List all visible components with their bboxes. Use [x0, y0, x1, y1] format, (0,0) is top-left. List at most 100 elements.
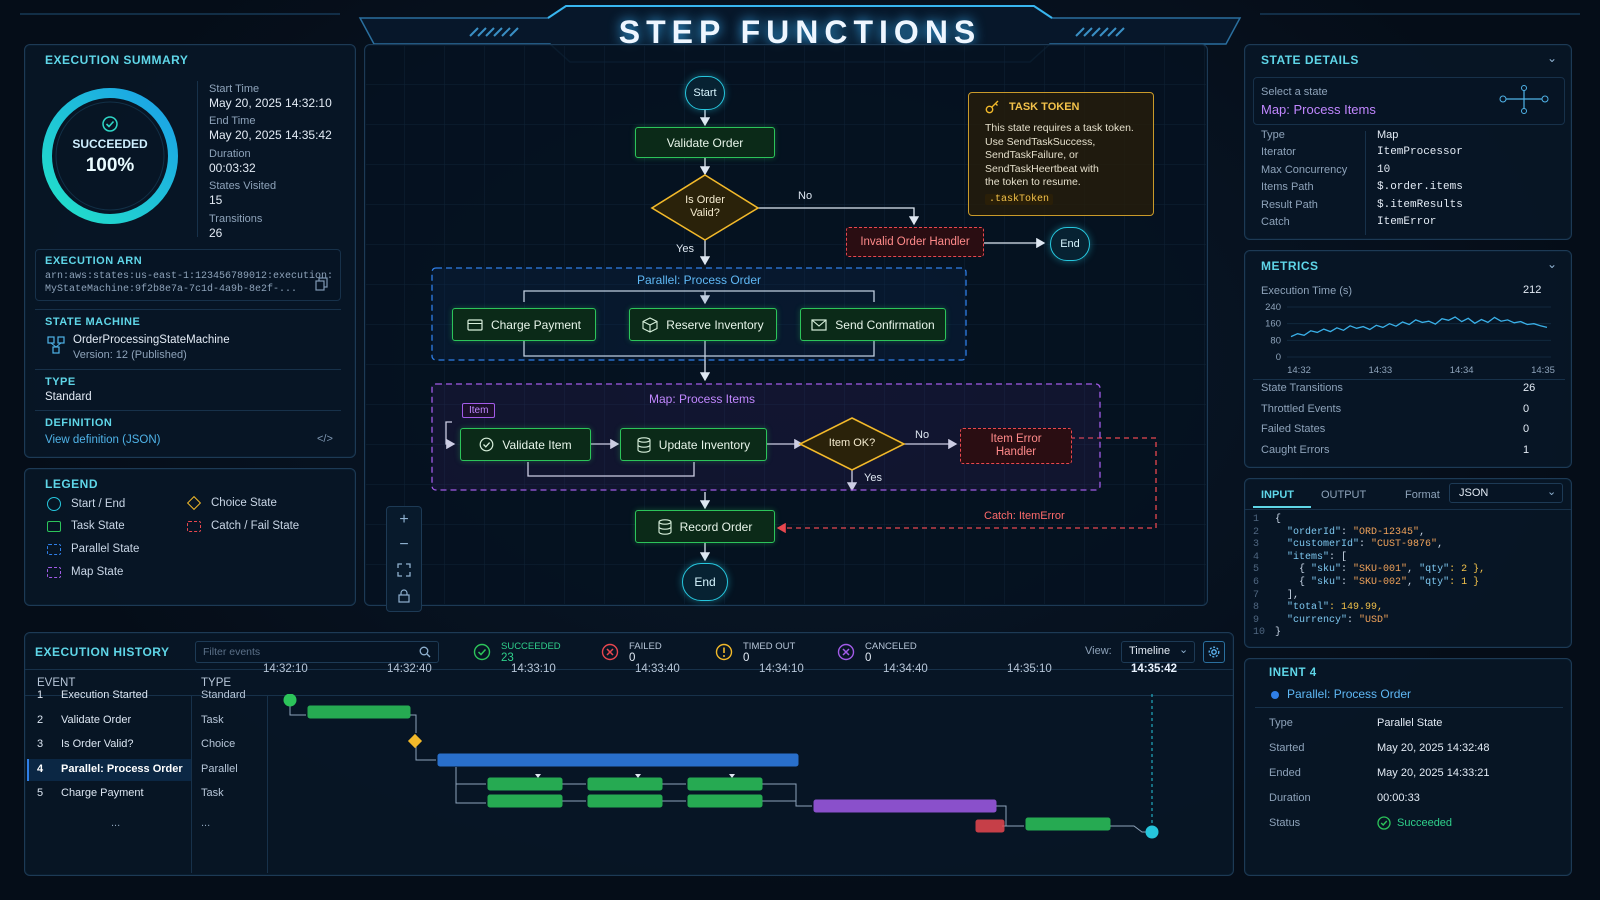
timeline-chart[interactable]	[266, 694, 1234, 876]
arn-box	[35, 249, 341, 301]
invalid-order-handler-node[interactable]: Invalid Order Handler	[846, 227, 984, 257]
history-row-type[interactable]: Task	[201, 713, 224, 726]
history-row-type[interactable]: Choice	[201, 738, 236, 750]
col-type-header[interactable]: TYPE	[201, 677, 232, 689]
history-row-event[interactable]: Execution Started	[61, 689, 148, 701]
line-number: 6	[1253, 576, 1260, 588]
col-event-header[interactable]: EVENT	[37, 677, 76, 689]
lock-button[interactable]	[389, 584, 419, 608]
update-inventory-node[interactable]: Update Inventory	[620, 428, 767, 461]
line-number: 9	[1253, 614, 1260, 626]
history-row-type[interactable]: Task	[201, 787, 224, 799]
metric-label: Caught Errors	[1261, 443, 1330, 456]
chevron-down-icon[interactable]: ⌄	[1547, 257, 1558, 271]
divider	[191, 695, 192, 873]
gear-icon	[1208, 646, 1220, 658]
fit-icon	[397, 563, 411, 577]
code-line: 4 "items": [	[1253, 552, 1485, 565]
duration-label: Duration	[209, 148, 251, 160]
state-detail-value: ItemError	[1377, 216, 1437, 228]
state-machine-icon	[47, 336, 65, 354]
record-order-bar	[1025, 817, 1111, 831]
history-row-type[interactable]: Parallel	[201, 762, 238, 775]
history-row-type[interactable]: Standard	[201, 689, 246, 701]
event-state-name: Parallel: Process Order	[1287, 687, 1412, 701]
filter-input[interactable]	[195, 641, 439, 663]
divider	[35, 410, 341, 411]
history-row-number[interactable]: 4	[37, 762, 44, 775]
line-number: 4	[1253, 551, 1260, 563]
view-select[interactable]	[1121, 641, 1195, 663]
x-tick-label: 14:34	[1450, 365, 1474, 376]
history-row-event[interactable]: Validate Order	[61, 713, 132, 726]
validate-order-node[interactable]: Validate Order	[635, 127, 775, 158]
map-title: Map: Process Items	[648, 392, 756, 406]
zoom-out-button[interactable]: −	[399, 536, 409, 553]
history-row-event[interactable]: Charge Payment	[61, 787, 144, 799]
zoom-in-button[interactable]: +	[399, 511, 409, 528]
check-circle-icon	[480, 437, 494, 452]
end-node-1[interactable]: End	[1050, 227, 1090, 261]
history-row-number[interactable]: 5	[37, 787, 44, 799]
end-node-2[interactable]: End	[682, 563, 728, 601]
charge-payment-node[interactable]: Charge Payment	[452, 308, 596, 341]
timed-out-label: TIMED OUT	[743, 641, 796, 652]
validate-item-node[interactable]: Validate Item	[460, 428, 591, 461]
search-icon[interactable]	[419, 646, 431, 658]
code-line: 10}	[1253, 627, 1485, 640]
time-tick-label: 14:32:10	[263, 663, 308, 675]
start-node[interactable]: Start	[685, 76, 725, 110]
execution-summary-panel: EXECUTION SUMMARY SUCCEEDED 100% Start T…	[24, 44, 356, 458]
state-detail-value: $.itemResults	[1377, 198, 1463, 211]
state-machine-name[interactable]: OrderProcessingStateMachine	[73, 334, 230, 346]
history-row-event[interactable]: Parallel: Process Order	[61, 762, 183, 775]
code-text: "currency": "USD"	[1287, 614, 1390, 626]
tab-input[interactable]: INPUT	[1261, 489, 1294, 501]
execution-time-value: 212	[1523, 284, 1542, 296]
timeline-connector	[1110, 825, 1146, 833]
format-select[interactable]	[1449, 483, 1563, 503]
state-detail-key: Catch	[1261, 216, 1290, 228]
state-detail-key: Type	[1261, 129, 1285, 141]
code-text: "total": 149.99,	[1287, 602, 1384, 614]
timeline-connector	[762, 783, 812, 807]
history-row-number[interactable]: 3	[37, 738, 44, 750]
divider	[1245, 509, 1571, 510]
state-select[interactable]	[1253, 77, 1565, 125]
execution-summary-title: EXECUTION SUMMARY	[45, 53, 189, 67]
divider	[197, 81, 198, 237]
chevron-down-icon[interactable]: ⌄	[1547, 51, 1558, 65]
code-text: { "sku": "SKU-001", "qty": 2 },	[1275, 564, 1486, 576]
code-line: 1{	[1253, 514, 1485, 527]
state-detail-value: ItemProcessor	[1377, 146, 1463, 159]
legend-choice: Choice State	[186, 495, 277, 511]
line-number: 3	[1253, 539, 1260, 551]
history-row-number[interactable]: 1	[37, 689, 44, 701]
reserve-inventory-node[interactable]: Reserve Inventory	[629, 308, 777, 341]
duration-value: 00:03:32	[209, 161, 256, 175]
send-confirmation-node[interactable]: Send Confirmation	[800, 308, 946, 341]
history-row-event[interactable]: Is Order Valid?	[61, 738, 134, 750]
reserve-inventory-bar	[587, 777, 663, 791]
copy-icon[interactable]	[315, 277, 329, 291]
history-row-number[interactable]: 2	[37, 713, 44, 726]
code-line: 9 "currency": "USD"	[1253, 615, 1485, 628]
success-icon	[1377, 816, 1391, 830]
y-tick-label: 0	[1276, 352, 1281, 363]
circle-icon	[47, 497, 61, 511]
line-number: 2	[1253, 526, 1260, 538]
format-value: JSON	[1459, 487, 1489, 499]
select-state-label: Select a state	[1261, 86, 1328, 98]
fit-view-button[interactable]	[389, 558, 419, 582]
succeeded-value: 23	[501, 652, 514, 664]
record-order-node[interactable]: Record Order	[635, 510, 775, 543]
canceled-icon	[837, 643, 855, 661]
item-ok-label: Item OK?	[828, 437, 876, 449]
view-definition-link[interactable]: View definition (JSON)	[45, 434, 161, 446]
code-icon[interactable]: </>	[317, 433, 333, 445]
settings-button[interactable]	[1203, 641, 1225, 663]
time-tick-label: 14:32:40	[387, 663, 432, 675]
tab-output[interactable]: OUTPUT	[1321, 489, 1367, 501]
